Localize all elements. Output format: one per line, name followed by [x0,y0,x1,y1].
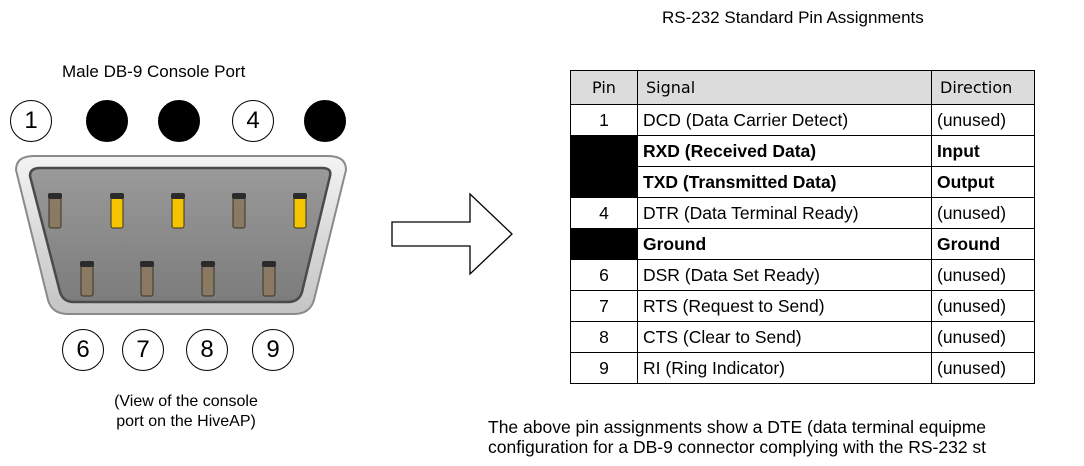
pin-cell: 9 [570,352,638,384]
connector-face [28,166,332,304]
direction-cell: (unused) [931,290,1035,322]
pin-cell: 8 [570,321,638,353]
bottom-pin-label-circle: 7 [122,329,164,371]
signal-cell: DSR (Data Set Ready) [637,259,932,291]
pin-cap [48,193,62,199]
pin [201,263,215,297]
header-signal: Signal [637,70,932,105]
signal-cell: DCD (Data Carrier Detect) [637,104,932,136]
pin [140,263,154,297]
dte-note: The above pin assignments show a DTE (da… [488,417,1084,457]
active-pin [171,195,185,229]
signal-cell: DTR (Data Terminal Ready) [637,197,932,229]
direction-cell: (unused) [931,321,1035,353]
connector-pins [48,193,307,297]
table-row: RXD (Received Data)Input [570,135,1035,167]
direction-cell: Ground [931,228,1035,260]
bottom-pin-label-circle: 9 [252,329,294,371]
pin-cell: 4 [570,197,638,229]
pin-cell: 7 [570,290,638,322]
redacted-pin-cell [570,166,638,198]
pin-cap [201,261,215,267]
top-pin-label-redacted-circle [86,100,128,142]
pin [48,195,62,229]
top-pin-label-circle: 1 [10,100,52,142]
pin-cell: 1 [570,104,638,136]
db9-connector-illustration [14,155,348,315]
direction-cell: (unused) [931,104,1035,136]
top-pin-label-circle: 4 [232,100,274,142]
table-title: RS-232 Standard Pin Assignments [662,8,924,27]
pin-cap [232,193,246,199]
header-direction: Direction [931,70,1035,105]
signal-cell: RI (Ring Indicator) [637,352,932,384]
redacted-pin-cell [570,228,638,260]
table-header-row: Pin Signal Direction [570,70,1035,105]
direction-cell: (unused) [931,352,1035,384]
redacted-pin-cell [570,135,638,167]
pin [80,263,94,297]
active-pin [293,195,307,229]
pin-cell: 6 [570,259,638,291]
table-row: TXD (Transmitted Data)Output [570,166,1035,198]
pin [232,195,246,229]
pin-cap [110,193,124,199]
direction-cell: (unused) [931,197,1035,229]
pin-cap [262,261,276,267]
pin-cap [80,261,94,267]
pin-cap [293,193,307,199]
signal-cell: RXD (Received Data) [637,135,932,167]
top-pin-label-redacted-circle [304,100,346,142]
port-caption-line1: (View of the console [114,393,258,410]
port-caption-line2: port on the HiveAP) [116,413,256,430]
signal-cell: CTS (Clear to Send) [637,321,932,353]
dte-note-line1: The above pin assignments show a DTE (da… [488,417,987,437]
dte-note-line2: configuration for a DB-9 connector compl… [488,437,987,457]
right-arrow-icon [391,192,513,276]
signal-cell: TXD (Transmitted Data) [637,166,932,198]
direction-cell: (unused) [931,259,1035,291]
active-pin [110,195,124,229]
bottom-pin-label-circle: 6 [62,329,104,371]
bottom-pin-label-circle: 8 [186,329,228,371]
direction-cell: Output [931,166,1035,198]
signal-cell: Ground [637,228,932,260]
pin [262,263,276,297]
port-caption: (View of the console port on the HiveAP) [80,392,292,432]
port-title: Male DB-9 Console Port [62,62,246,81]
pin-cap [171,193,185,199]
signal-cell: RTS (Request to Send) [637,290,932,322]
pin-cap [140,261,154,267]
header-pin: Pin [570,70,638,105]
top-pin-label-redacted-circle [158,100,200,142]
direction-cell: Input [931,135,1035,167]
